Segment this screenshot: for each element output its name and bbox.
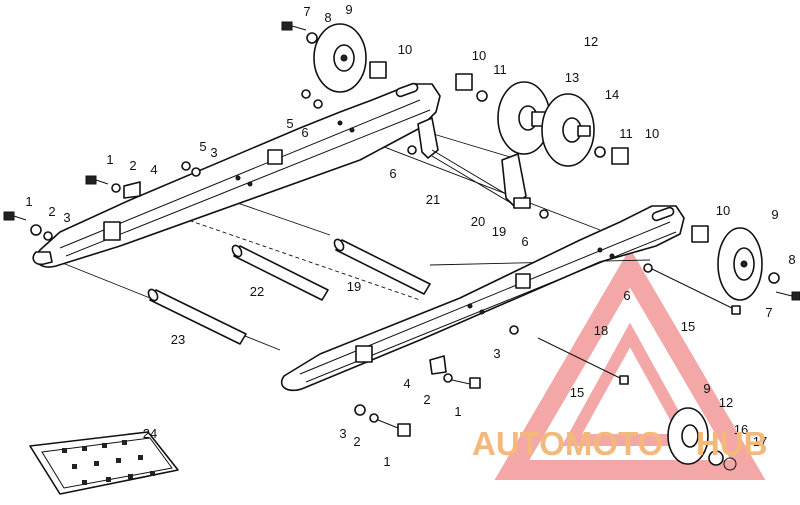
callout-3: 3 [210,145,217,160]
watermark-triangle-icon [494,248,766,480]
bushing-10-upper-left [369,61,387,79]
callout-9: 9 [703,381,710,396]
callout-6: 6 [521,234,528,249]
callout-2: 2 [423,392,430,407]
callout-16: 16 [734,422,748,437]
callout-8: 8 [324,10,331,25]
washer-11-upper [476,90,488,102]
callout-6: 6 [301,125,308,140]
callout-3: 3 [63,210,70,225]
callout-5: 5 [199,139,206,154]
right-rail [280,205,685,392]
washer-8-rear [768,272,780,284]
bushing-10-upper-right [455,73,473,91]
washer-16 [708,450,724,466]
clip-17 [723,457,737,471]
cross-tube-19 [333,238,431,295]
track-pad-24 [29,431,179,495]
callout-11: 11 [493,62,507,77]
dual-wheel-assembly [497,81,595,167]
bushing-10-rear [691,225,709,243]
callout-3: 3 [339,426,346,441]
cross-tube-23 [147,288,247,345]
callout-2: 2 [353,434,360,449]
callout-2: 2 [48,204,55,219]
idler-wheel-front [667,407,709,465]
bolt-15-lower [537,337,629,385]
idler-wheel-upper [313,23,367,93]
bushing-10-right [611,147,629,165]
callout-10: 10 [398,42,412,57]
callout-10: 10 [645,126,659,141]
callout-7: 7 [765,305,772,320]
idler-wheel-rear [717,227,763,301]
callout-5: 5 [286,116,293,131]
callout-6: 6 [623,288,630,303]
callout-1: 1 [25,194,32,209]
washer-8-top [306,32,318,44]
bolt-15-upper [649,267,741,315]
watermark-brand-suffix: HUB [696,425,768,462]
callout-4: 4 [150,162,157,177]
callout-8: 8 [788,252,795,267]
callout-11: 11 [619,126,633,141]
callout-15: 15 [681,319,695,334]
callout-9: 9 [771,207,778,222]
callout-12: 12 [719,395,733,410]
watermark-brand-text: AUTOMOTO [472,425,663,462]
callout-14: 14 [605,87,619,102]
callout-21: 21 [426,192,440,207]
center-shaft-assembly [417,117,531,209]
callout-10: 10 [472,48,486,63]
callout-1: 1 [383,454,390,469]
callout-6: 6 [389,166,396,181]
callout-13: 13 [565,70,579,85]
callout-3: 3 [493,346,500,361]
cross-tube-22 [231,244,329,301]
callout-24: 24 [143,426,157,441]
callout-19: 19 [347,279,361,294]
watermark-inner-triangle-icon [561,322,699,446]
bolt-7-top [281,21,307,31]
callout-22: 22 [250,284,264,299]
bolt-7-rear [775,291,800,301]
callout-2: 2 [129,158,136,173]
callout-9: 9 [345,2,352,17]
callout-4: 4 [403,376,410,391]
callout-17: 17 [753,434,767,449]
callout-10: 10 [716,203,730,218]
fasteners [3,89,653,437]
callout-20: 20 [471,214,485,229]
callout-23: 23 [171,332,185,347]
callout-12: 12 [584,34,598,49]
callout-19: 19 [492,224,506,239]
callout-15: 15 [570,385,584,400]
left-rail [32,82,441,268]
watermark-logo-icon [494,248,766,480]
callout-7: 7 [303,4,310,19]
callout-18: 18 [594,323,608,338]
callout-1: 1 [454,404,461,419]
callout-1: 1 [106,152,113,167]
washer-11-right [594,146,606,158]
